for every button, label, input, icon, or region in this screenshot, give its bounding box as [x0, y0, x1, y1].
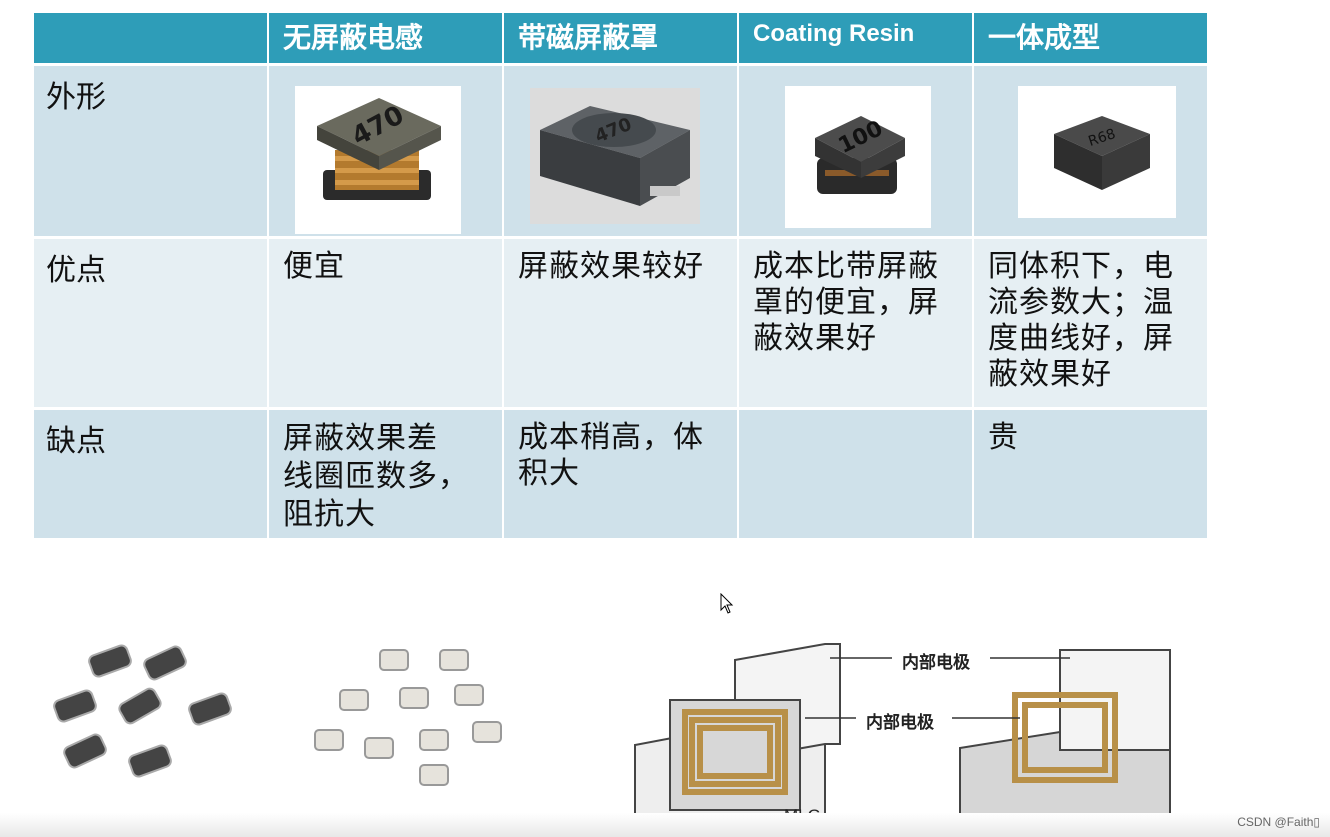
watermark: CSDN @Faith▯ — [1237, 815, 1320, 829]
unshielded-inductor-image: 470 — [295, 86, 461, 234]
chip-inductors-light-image — [314, 649, 502, 786]
coating-resin-inductor-image: 100 — [785, 86, 931, 228]
comparison-table: 无屏蔽电感 带磁屏蔽罩 Coating Resin 一体成型 外形 470 — [34, 13, 1207, 538]
cell-appearance-coating-resin: 100 — [739, 66, 972, 236]
adv-unshielded: 便宜 — [269, 239, 502, 407]
header-coating-resin: Coating Resin — [739, 13, 972, 63]
shielded-inductor-image: 470 — [530, 88, 700, 224]
chip-inductors-dark-image — [53, 644, 232, 778]
cell-appearance-unshielded: 470 — [269, 66, 502, 236]
callout-internal-electrode-1: 内部电极 — [896, 648, 976, 673]
callout-internal-electrode-2: 内部电极 — [860, 708, 940, 733]
cell-appearance-molded: R68 — [974, 66, 1207, 236]
disadv-coating-resin — [739, 410, 972, 538]
adv-coating-resin: 成本比带屏蔽罩的便宜，屏蔽效果好 — [739, 239, 972, 407]
cell-appearance-shielded: 470 — [504, 66, 737, 236]
adv-shielded: 屏蔽效果较好 — [504, 239, 737, 407]
disadv-shielded: 成本稍高，体积大 — [504, 410, 737, 538]
row-label-advantages: 优点 — [34, 239, 267, 407]
footer-bar — [0, 813, 1330, 837]
disadv-unshielded: 屏蔽效果差 线圈匝数多，阻抗大 — [269, 410, 502, 538]
header-unshielded: 无屏蔽电感 — [269, 13, 502, 63]
row-label-appearance: 外形 — [34, 66, 267, 236]
adv-molded: 同体积下，电流参数大；温度曲线好，屏蔽效果好 — [974, 239, 1207, 407]
mouse-cursor-icon — [720, 593, 734, 614]
mlg-structure-diagram — [634, 643, 1171, 833]
molded-inductor-image: R68 — [1018, 86, 1176, 218]
row-label-disadvantages: 缺点 — [34, 410, 267, 538]
header-molded: 一体成型 — [974, 13, 1207, 63]
disadv-molded: 贵 — [974, 410, 1207, 538]
header-shielded: 带磁屏蔽罩 — [504, 13, 737, 63]
header-corner — [34, 13, 267, 63]
